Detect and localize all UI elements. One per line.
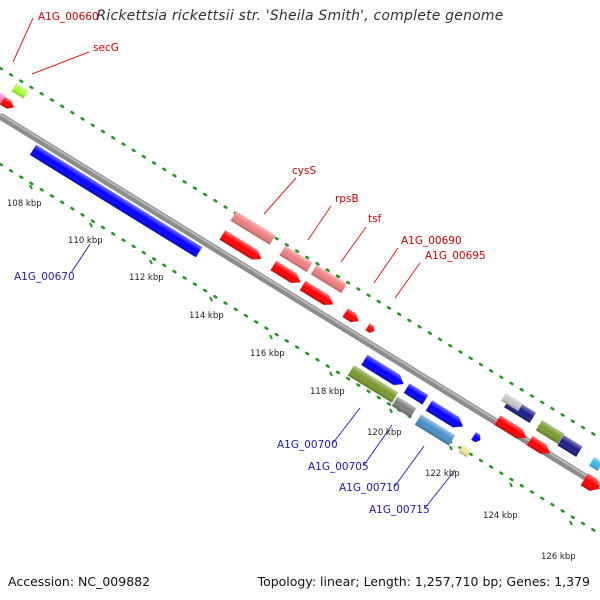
dotted-guide-rows (0, 66, 600, 536)
gene-label[interactable]: A1G_00695 (425, 250, 486, 262)
tick-label: 114 kbp (189, 311, 224, 321)
leader-line (263, 177, 297, 215)
tick-mark (89, 222, 93, 228)
gene-a1g-00705[interactable] (391, 396, 417, 418)
tick-label: 110 kbp (68, 236, 103, 246)
gene-secg[interactable] (11, 83, 29, 99)
gene-label[interactable]: A1G_00705 (308, 461, 369, 473)
gene-label[interactable]: A1G_00660 (38, 11, 99, 23)
tick-label: 112 kbp (129, 273, 164, 283)
cds-a1g-00700[interactable] (361, 354, 406, 389)
gene-a1g-00710[interactable] (414, 414, 456, 446)
tick-label: 116 kbp (250, 349, 285, 359)
gene-label[interactable]: A1G_00715 (369, 504, 430, 516)
reverse-gene-labels: A1G_00670 A1G_00700 A1G_00705 A1G_00710 … (14, 271, 430, 516)
map-title: Rickettsia rickettsii str. 'Sheila Smith… (96, 8, 504, 24)
tick-mark (389, 408, 393, 414)
tick-mark (509, 482, 513, 488)
tick-mark (269, 334, 273, 340)
cds-a1g-00715[interactable] (471, 432, 483, 444)
tick-mark (329, 371, 333, 377)
cds-right-3[interactable] (494, 415, 530, 442)
cds-right-2[interactable] (557, 435, 583, 457)
tick-mark (569, 520, 573, 526)
gene-label[interactable]: A1G_00670 (14, 271, 75, 283)
cds-a1g-00690[interactable] (342, 308, 362, 326)
leader-line (307, 205, 332, 241)
gene-pink[interactable] (0, 91, 6, 103)
leader-line (12, 17, 34, 63)
tick-label: 126 kbp (541, 552, 576, 562)
leader-line (363, 424, 393, 466)
gene-a1g-00715[interactable] (458, 444, 472, 458)
tick-label: 120 kbp (367, 428, 402, 438)
feature-tracks (0, 83, 600, 494)
gene-right-1[interactable] (535, 420, 565, 444)
tick-label: 124 kbp (483, 511, 518, 521)
leader-line (332, 407, 361, 444)
tick-label: 108 kbp (7, 199, 42, 209)
leader-line (424, 469, 456, 509)
gene-label[interactable]: A1G_00700 (277, 439, 338, 451)
gene-right-grey[interactable] (501, 392, 523, 412)
gene-label[interactable]: secG (93, 42, 119, 54)
accession-text: Accession: NC_009882 (8, 574, 151, 589)
cds-a1g-00695[interactable] (365, 323, 376, 334)
cds-rpsb[interactable] (270, 260, 303, 287)
cds-cyss[interactable] (219, 230, 265, 264)
cds-tsf[interactable] (299, 280, 336, 309)
leader-line (394, 262, 421, 299)
kbp-ticks: 108 kbp 110 kbp 112 kbp 114 kbp 116 kbp … (7, 199, 576, 562)
dotted-row (0, 162, 600, 536)
gene-label[interactable]: cysS (292, 165, 316, 177)
tick-mark (209, 296, 213, 302)
leader-line (394, 445, 425, 487)
gene-label[interactable]: tsf (368, 213, 382, 225)
cds-a1g-00705[interactable] (403, 383, 429, 405)
gene-right-cyan[interactable] (589, 457, 600, 471)
gene-label[interactable]: rpsB (335, 193, 359, 205)
leader-line (31, 51, 90, 75)
gene-a1g-00700[interactable] (347, 365, 399, 403)
tick-mark (29, 184, 33, 190)
tick-mark (149, 259, 153, 265)
leader-line (70, 243, 91, 274)
genome-summary-text: Topology: linear; Length: 1,257,710 bp; … (257, 574, 590, 589)
gene-tsf[interactable] (310, 264, 348, 294)
cds-a1g-00710[interactable] (425, 400, 466, 431)
leader-line (340, 226, 367, 263)
tick-label: 118 kbp (310, 387, 345, 397)
cds-right-4[interactable] (526, 436, 553, 458)
tick-mark (449, 445, 453, 451)
forward-gene-labels: A1G_00660 secG cysS rpsB tsf A1G_00690 A… (38, 11, 486, 262)
label-leader-lines (12, 17, 456, 509)
gene-rpsb[interactable] (279, 245, 313, 273)
gene-label[interactable]: A1G_00690 (401, 235, 462, 247)
cds-a1g-00660[interactable] (0, 96, 16, 111)
dotted-row (0, 66, 600, 440)
tick-label: 122 kbp (425, 469, 460, 479)
cds-a1g-00670[interactable] (29, 144, 203, 258)
leader-line (373, 247, 399, 284)
cds-right-5[interactable] (580, 473, 600, 494)
gene-cyss[interactable] (230, 211, 276, 245)
gene-label[interactable]: A1G_00710 (339, 482, 400, 494)
